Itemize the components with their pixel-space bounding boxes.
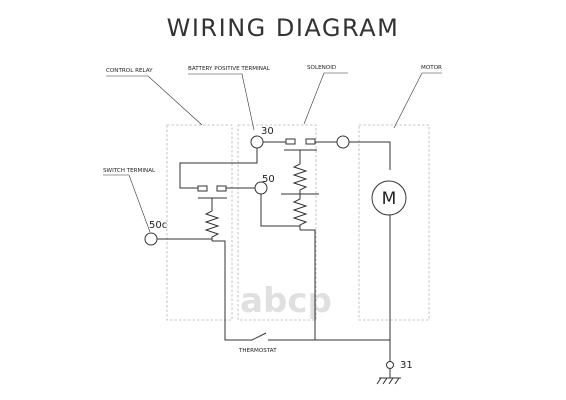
- callout-control-relay-leader: [106, 75, 203, 126]
- solenoid-main-contact: [263, 138, 337, 158]
- relay-to-thermostat-wire: [212, 240, 252, 341]
- motor-terminal-node: [336, 135, 350, 149]
- terminal-50c-node: [144, 232, 158, 246]
- terminal-31-node: [386, 361, 394, 369]
- callout-switch-terminal-label: SWITCH TERMINAL: [103, 168, 156, 174]
- coil-return-wire: [300, 229, 316, 340]
- terminal-30-label: 30: [261, 126, 274, 137]
- callout-control-relay: CONTROL RELAY: [106, 68, 203, 126]
- relay-coil: [204, 207, 220, 241]
- terminal-31-label: 31: [400, 360, 413, 371]
- callout-thermostat-label: THERMOSTAT: [238, 348, 277, 354]
- motor-circle: [371, 180, 407, 216]
- callout-motor-leader: [393, 72, 442, 129]
- terminal-50c: 50c: [144, 220, 167, 246]
- terminal-50: 50: [254, 174, 275, 195]
- callout-battery-positive-leader: [188, 73, 255, 131]
- callout-motor-label: MOTOR: [421, 65, 442, 71]
- callout-thermostat: THERMOSTAT: [238, 348, 277, 354]
- thermostat-switch: [251, 332, 267, 341]
- control-relay-box: [166, 124, 233, 321]
- motor-feed-wire: [349, 141, 391, 170]
- terminal-50-coil-wire: [260, 194, 300, 227]
- diagram-title: WIRING DIAGRAM: [167, 14, 400, 42]
- terminal-30-node: [250, 135, 264, 149]
- callout-switch-terminal: SWITCH TERMINAL: [103, 168, 156, 233]
- callout-switch-terminal-leader: [103, 174, 151, 233]
- motor-letter: M: [382, 189, 397, 209]
- callout-solenoid: SOLENOID: [303, 65, 348, 125]
- callout-battery-positive: BATTERY POSITIVE TERMINAL: [188, 66, 271, 131]
- watermark-logo: abcp: [240, 281, 332, 321]
- motor-symbol: M: [371, 180, 407, 216]
- solenoid-hold-in-coil: [292, 194, 308, 230]
- solenoid-box: [237, 124, 317, 321]
- callout-solenoid-label: SOLENOID: [307, 65, 336, 71]
- battery-feed-wire: [179, 148, 258, 189]
- ground-icon: [376, 368, 401, 385]
- relay-contact: [197, 185, 255, 207]
- callout-battery-positive-label: BATTERY POSITIVE TERMINAL: [188, 66, 271, 72]
- terminal-30: 30: [250, 126, 274, 149]
- watermark-text: abcp: [240, 281, 332, 321]
- terminal-50c-label: 50c: [149, 220, 167, 231]
- solenoid-pull-in-coil: [292, 158, 308, 195]
- callout-control-relay-label: CONTROL RELAY: [106, 68, 153, 74]
- terminal-50-label: 50: [262, 174, 275, 185]
- callout-solenoid-leader: [303, 72, 348, 125]
- callout-motor: MOTOR: [393, 65, 442, 129]
- motor-box: [358, 124, 430, 321]
